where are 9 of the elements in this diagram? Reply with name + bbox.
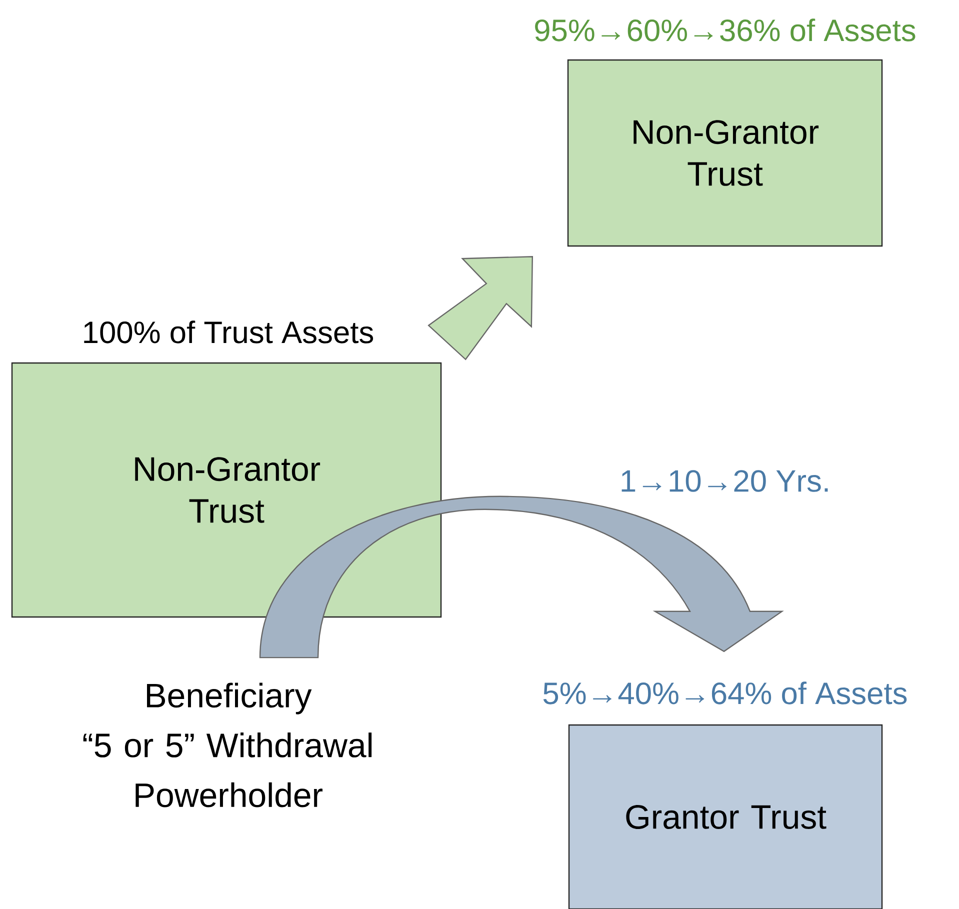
node-label: 95%→60%→36% of Assets <box>535 18 916 42</box>
node-label: 5%→40%→64% of Assets <box>543 682 907 704</box>
role-label: Beneficiary “5 or 5” Withdrawal Powerholder <box>83 682 372 808</box>
node-label: 100% of Trust Assets <box>84 320 374 344</box>
curved-arrow <box>259 496 783 658</box>
edge-label: 1→10→20 Yrs. <box>622 470 828 492</box>
trust-box: Grantor Trust <box>568 724 883 909</box>
trust-box: Non-Grantor Trust <box>567 59 883 247</box>
trust-box: Non-Grantor Trust <box>11 362 442 618</box>
